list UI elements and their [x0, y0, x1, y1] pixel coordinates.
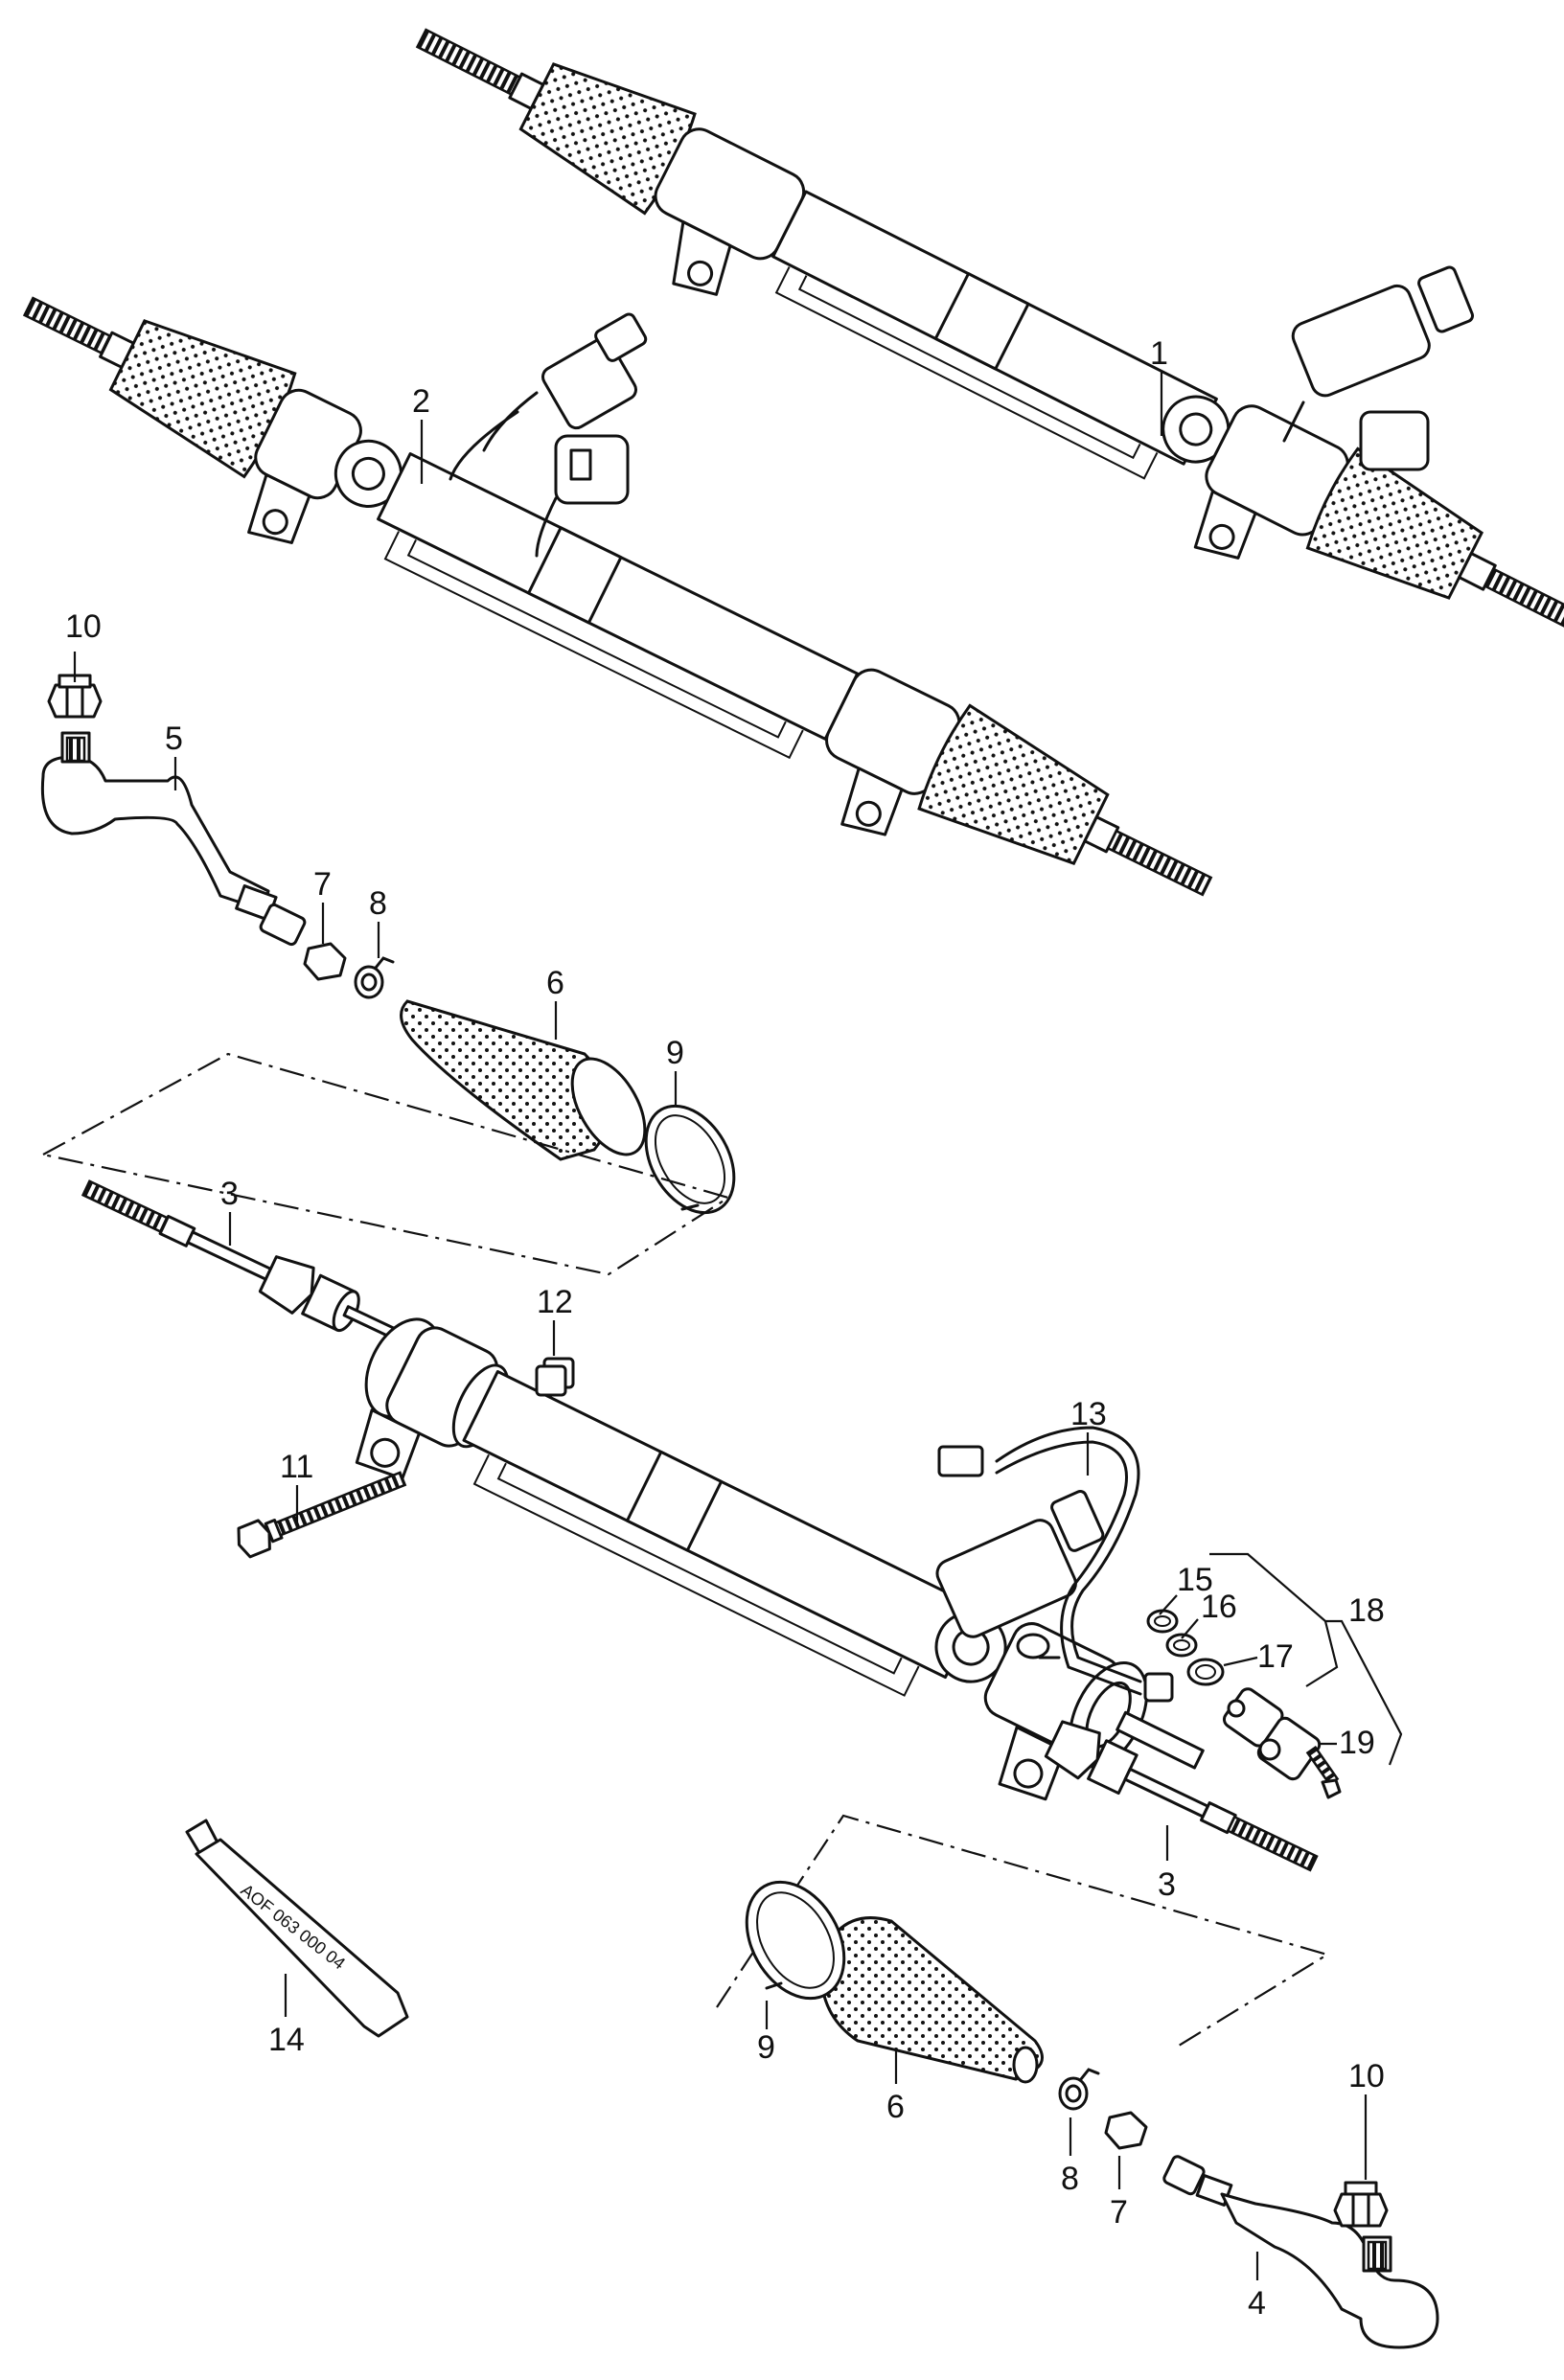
bellows-boot-left	[400, 999, 647, 1161]
boot-clamp-right	[745, 1880, 846, 2001]
tie-rod-end-right	[1162, 2155, 1439, 2349]
callout-9-left: 9	[666, 1035, 684, 1071]
inner-tie-rod-left	[80, 1179, 420, 1350]
callout-5: 5	[165, 721, 183, 757]
callout-17: 17	[1257, 1638, 1294, 1675]
callout-13: 13	[1070, 1396, 1107, 1432]
inner-tie-rod-right	[1044, 1720, 1319, 1872]
clamp-left-small	[354, 956, 395, 999]
callout-14: 14	[268, 2022, 305, 2058]
clamp-right-small	[1058, 2068, 1100, 2111]
bolt-11	[237, 1471, 407, 1559]
steering-rack-assembly-3	[355, 1317, 1205, 1801]
callout-18: 18	[1348, 1592, 1385, 1629]
callout-2: 2	[412, 383, 430, 420]
grease-tube-14: AOF 063 000 04	[185, 1819, 409, 2038]
callout-3-right: 3	[1158, 1866, 1176, 1903]
callout-15: 15	[1177, 1562, 1213, 1598]
nut-12	[535, 1357, 575, 1397]
callout-labels: 1 2 10 5 7 8 6 9 3 12 11 13 15 16 17 18 …	[65, 335, 1385, 2322]
callout-4: 4	[1248, 2285, 1266, 2322]
o-ring-15	[1146, 1609, 1179, 1634]
self-locking-nut-right	[1333, 2181, 1389, 2228]
callout-3-left: 3	[220, 1176, 239, 1212]
steering-rack-assembly-1	[415, 28, 1564, 640]
lock-nut-left	[303, 942, 347, 981]
callout-8-right: 8	[1061, 2161, 1079, 2197]
callout-11: 11	[280, 1449, 313, 1485]
callout-19: 19	[1339, 1725, 1375, 1761]
callout-6-left: 6	[546, 965, 564, 1001]
self-locking-nut-left	[47, 674, 103, 719]
callout-7-left: 7	[313, 866, 332, 903]
callout-9-right: 9	[757, 2029, 775, 2066]
sensor-kit-18	[1209, 1552, 1403, 1781]
tie-rod-end-left	[40, 731, 307, 947]
callout-6-right: 6	[886, 2089, 905, 2125]
callout-8-left: 8	[369, 885, 387, 922]
callout-10-right: 10	[1348, 2058, 1385, 2094]
bellows-boot-right	[819, 1916, 1044, 2084]
kit-boundary-left	[39, 1052, 731, 1276]
o-ring-17	[1186, 1658, 1225, 1686]
boot-clamp-left	[644, 1104, 736, 1215]
callout-1: 1	[1150, 335, 1168, 372]
callout-16: 16	[1201, 1589, 1237, 1625]
callout-12: 12	[537, 1284, 573, 1320]
lock-nut-right	[1104, 2111, 1148, 2150]
callout-7-right: 7	[1110, 2194, 1128, 2231]
leader-lines	[73, 372, 1368, 2280]
callout-10-left: 10	[65, 608, 102, 645]
steering-rack-assembly-2	[22, 296, 1213, 897]
bolt-19	[1305, 1746, 1342, 1799]
o-ring-16	[1165, 1633, 1198, 1658]
tube-part-number: AOF 063 000 04	[238, 1880, 349, 1973]
pressure-line-13	[937, 1426, 1174, 1703]
